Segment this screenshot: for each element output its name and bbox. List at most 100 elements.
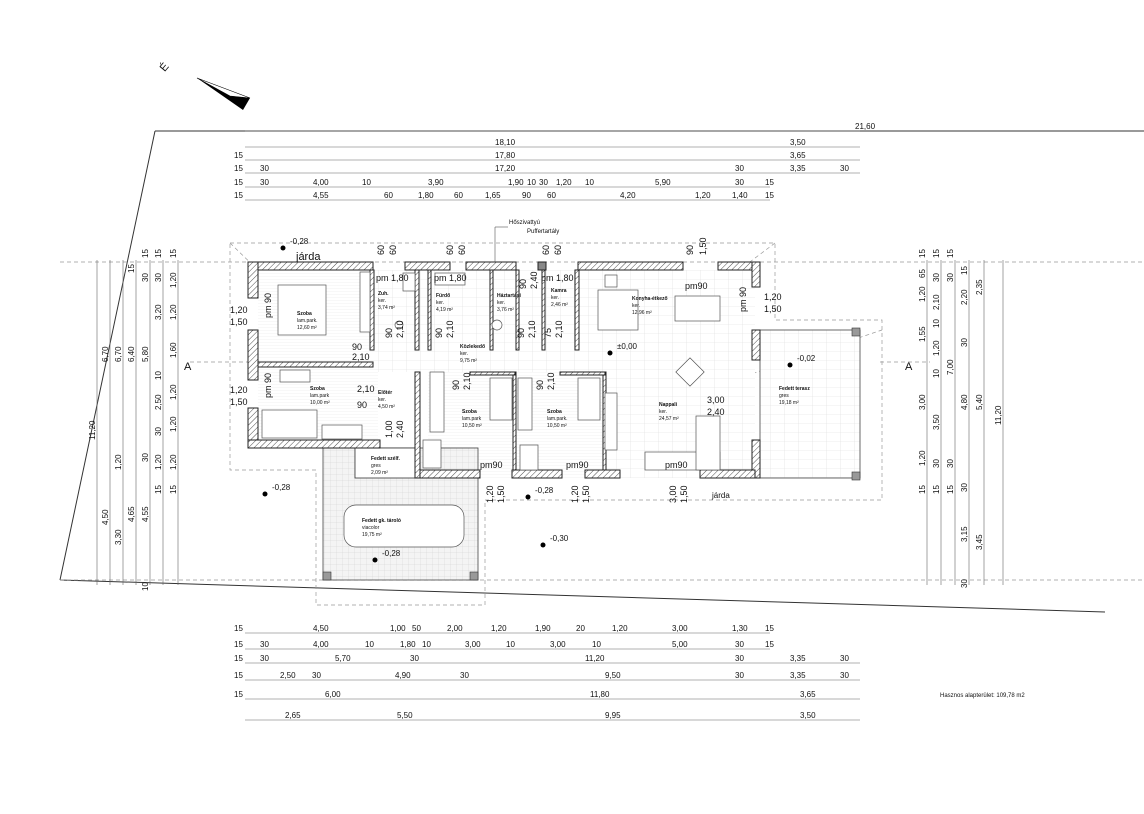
dimension-label: 15 — [234, 654, 243, 663]
dimension-label: 3,65 — [800, 690, 816, 699]
opening-dimension: 1,50 — [679, 485, 689, 503]
wardrobe — [321, 424, 363, 440]
dimension-label: 30 — [932, 459, 941, 468]
wardrobe — [517, 377, 533, 431]
dimension-label: 6,70 — [101, 346, 110, 362]
opening-dimension: 90 — [434, 328, 444, 338]
dimension-label: 15 — [765, 191, 774, 200]
walkway-label: járda — [295, 251, 321, 263]
opening-dimension: pm 1,80 — [434, 273, 467, 283]
dimension-label: 30 — [260, 654, 269, 663]
dimension-label: 3,50 — [800, 711, 816, 720]
dimension-label: 3,50 — [932, 414, 941, 430]
room-floor: gres — [371, 463, 381, 469]
dimension-label: 3,65 — [790, 151, 806, 160]
dimension-label: 18,10 — [495, 138, 516, 147]
dimension-label: 10 — [592, 640, 601, 649]
room-floor: ker. — [551, 295, 559, 301]
dimension-label: 5,90 — [655, 178, 671, 187]
dimension-label: 1,20 — [612, 624, 628, 633]
dimension-label: 15 — [918, 485, 927, 494]
opening-dimension: 1,50 — [230, 317, 248, 327]
dimension-label: 30 — [312, 671, 321, 680]
room-area: 3,76 m² — [497, 307, 514, 313]
opening-dimension: 2,10 — [357, 384, 375, 394]
room-area: 12,60 m² — [297, 325, 317, 331]
dimension-label: 3,90 — [428, 178, 444, 187]
dimension-label: 15 — [234, 151, 243, 160]
dimension-label: 15 — [234, 640, 243, 649]
spot-elevation: -0,28 — [272, 483, 291, 492]
dimension-label: 7,00 — [946, 359, 955, 375]
opening-dimension: 1,50 — [581, 485, 591, 503]
dimension-label: 15 — [946, 249, 955, 258]
heat-pump-label: Hőszivattyú — [509, 220, 540, 226]
dimension-label: 30 — [840, 671, 849, 680]
opening-dimension: 3,00 — [668, 485, 678, 503]
elevation-marker-icon — [280, 245, 286, 251]
dimension-label: 30 — [960, 483, 969, 492]
opening-dimension: 3,00 — [707, 395, 725, 405]
dimension-label: 3,00 — [918, 394, 927, 410]
dimension-label: 9,50 — [605, 671, 621, 680]
dimension-label: 1,20 — [169, 384, 178, 400]
room-name: Előtér — [378, 390, 392, 396]
kitchen-counter — [597, 289, 639, 331]
spot-elevation: -0,02 — [797, 354, 816, 363]
dimension-label: 11,20 — [994, 405, 1003, 425]
room-area: 19,18 m² — [779, 400, 799, 406]
opening-dimension: 60 — [376, 245, 386, 255]
dimension-label: 11,80 — [590, 690, 610, 699]
opening-dimension: 1,50 — [764, 304, 782, 314]
spot-elevation: -0,28 — [290, 237, 309, 246]
dimension-label: 15 — [918, 249, 927, 258]
dimension-label: 4,90 — [395, 671, 411, 680]
dimension-label: 4,55 — [313, 191, 329, 200]
dimension-label: 30 — [735, 671, 744, 680]
opening-dimension: 1,50 — [698, 237, 708, 255]
dimension-label: 30 — [260, 178, 269, 187]
room-floor: lam.park — [310, 393, 330, 399]
dimension-label: 15 — [234, 624, 243, 633]
dimension-label: 30 — [840, 654, 849, 663]
dimension-label: 30 — [260, 640, 269, 649]
dimension-label: 11,20 — [585, 654, 605, 663]
opening-dimension: pm 1,80 — [376, 273, 409, 283]
room-name: Fürdő — [436, 293, 450, 299]
north-arrow: É — [157, 60, 251, 110]
room-floor: ker. — [659, 409, 667, 415]
floor-finishes — [258, 270, 861, 581]
dimension-label: 1,20 — [918, 286, 927, 302]
spot-elevation: -0,28 — [382, 549, 401, 558]
room-area: 10,50 m² — [462, 423, 482, 429]
spot-elevation: -0,28 — [535, 486, 554, 495]
dimension-label: 2,35 — [975, 279, 984, 295]
room-name: Fedett terasz — [779, 386, 810, 392]
dimension-label: 1,55 — [918, 326, 927, 342]
dimension-label: 5,40 — [975, 394, 984, 410]
dimension-label: 60 — [547, 191, 556, 200]
dimension-label: 60 — [384, 191, 393, 200]
opening-dimension: pm 90 — [263, 293, 273, 318]
room-floor: ker. — [436, 300, 444, 306]
opening-dimension: 2,10 — [546, 372, 556, 390]
room-area: 2,46 m² — [551, 302, 568, 308]
opening-dimension: 1,20 — [230, 305, 248, 315]
dimension-label: 15 — [234, 690, 243, 699]
opening-dimension: 90 — [516, 328, 526, 338]
cooktop — [604, 274, 618, 288]
dimension-label: 1,20 — [695, 191, 711, 200]
section-marker-right: A — [905, 361, 913, 373]
room-area: 2,09 m² — [371, 470, 388, 476]
dimension-label: 6,70 — [114, 346, 123, 362]
shower — [402, 272, 416, 292]
dimension-label: 2,20 — [960, 289, 969, 305]
dimension-label: 30 — [735, 640, 744, 649]
dimension-label: 30 — [946, 273, 955, 282]
dimension-label: 15 — [765, 640, 774, 649]
dining-table — [674, 295, 721, 322]
elevation-marker-icon — [540, 542, 546, 548]
opening-dimension: 2,40 — [395, 420, 405, 438]
dimension-label: 10 — [932, 319, 941, 328]
dimension-label: 30 — [932, 273, 941, 282]
